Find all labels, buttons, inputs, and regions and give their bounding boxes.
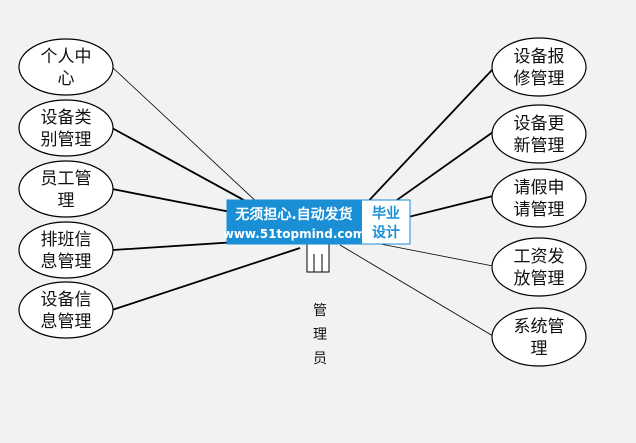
svg-text:理: 理: [313, 327, 327, 343]
use-case-leave[interactable]: 请假申 请管理: [491, 168, 587, 228]
watermark-right-bg: [362, 200, 410, 244]
use-case-label: 息管理: [41, 312, 92, 332]
use-case-label: 设备信: [41, 290, 92, 310]
watermark-slogan: 无须担心.自动发货: [234, 206, 352, 223]
actor-figure: [306, 235, 330, 273]
use-case-label: 员工管: [41, 169, 92, 189]
use-case-shift[interactable]: 排班信 息管理: [18, 221, 114, 279]
use-case-repair[interactable]: 设备报 修管理: [491, 37, 587, 97]
use-case-personal-center[interactable]: 个人中 心: [18, 38, 114, 96]
watermark-left-bg: [227, 200, 362, 244]
connector-system: [339, 244, 494, 337]
use-case-label: 请管理: [514, 200, 565, 220]
use-case-label: 理: [58, 191, 75, 211]
connector-repair: [359, 69, 493, 211]
watermark-tag-2: 设计: [372, 224, 400, 241]
use-case-salary[interactable]: 工资发 放管理: [491, 237, 587, 297]
use-case-label: 排班信: [41, 230, 92, 250]
svg-text:员: 员: [313, 351, 327, 367]
use-case-label: 新管理: [514, 136, 565, 156]
use-case-label: 别管理: [41, 130, 92, 150]
use-case-device-info[interactable]: 设备信 息管理: [18, 281, 114, 339]
use-case-label: 息管理: [41, 252, 92, 272]
svg-text:管: 管: [313, 303, 327, 319]
watermark-border: [226, 199, 411, 245]
use-case-device-category[interactable]: 设备类 别管理: [18, 99, 114, 157]
use-case-staff[interactable]: 员工管 理: [18, 160, 114, 218]
use-case-label: 心: [58, 69, 75, 89]
actor-label: 管 理 员: [313, 303, 327, 367]
watermark-banner: 无须担心.自动发货 www.51topmind.com 毕业 设计: [223, 199, 411, 245]
use-case-label: 设备类: [41, 108, 92, 128]
use-case-system[interactable]: 系统管 理: [491, 307, 587, 367]
watermark-url: www.51topmind.com: [223, 227, 366, 241]
use-case-update[interactable]: 设备更 新管理: [491, 104, 587, 164]
use-case-label: 系统管: [514, 317, 565, 337]
connector-personal-center: [111, 66, 261, 206]
use-case-label: 理: [531, 339, 548, 359]
watermark-tag-1: 毕业: [372, 205, 400, 222]
connector-update: [379, 131, 494, 213]
use-case-label: 请假申: [514, 178, 565, 198]
use-case-label: 设备更: [514, 114, 565, 134]
connector-lines: [111, 66, 494, 337]
use-case-label: 修管理: [514, 69, 565, 89]
use-case-label: 工资发: [514, 247, 565, 267]
connector-device-category: [111, 127, 263, 211]
use-case-label: 设备报: [514, 47, 565, 67]
use-case-label: 个人中: [41, 47, 92, 67]
connector-device-info: [111, 247, 301, 311]
use-case-label: 放管理: [514, 269, 565, 289]
